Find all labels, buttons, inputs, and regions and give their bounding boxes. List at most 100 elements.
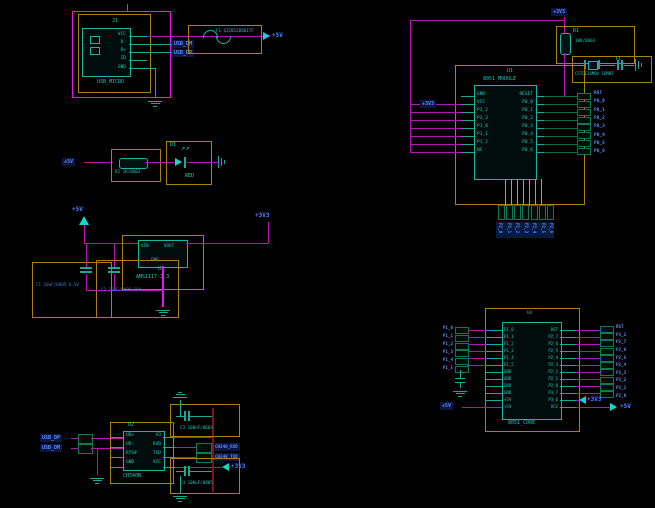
- usb-shield-pad: [90, 36, 100, 44]
- pin-label: P1_2: [477, 140, 488, 146]
- header-pin: [600, 326, 614, 333]
- gnd-symbol: [453, 389, 467, 397]
- wire: [86, 290, 163, 291]
- pin-label: VCC: [152, 460, 161, 466]
- wire: [97, 448, 98, 475]
- header-pin: [577, 108, 591, 116]
- header-pin: [600, 383, 614, 391]
- wire: [71, 448, 78, 449]
- wire: [91, 448, 123, 449]
- cap2-value: C2 10uF/0805 16V: [101, 287, 142, 292]
- resistor-icon: [560, 33, 571, 55]
- wire: [462, 407, 502, 408]
- wire: [146, 162, 174, 163]
- net-label: P0_3: [594, 124, 605, 130]
- module-name: 8051_MODULE: [483, 76, 517, 82]
- power-arrow-icon: [263, 32, 270, 40]
- header-pin: [455, 358, 469, 366]
- header-pin: [600, 333, 614, 341]
- capacitor-icon: [80, 267, 92, 269]
- pin-label: +5V: [504, 397, 512, 402]
- mcu-refdes: U4: [527, 310, 533, 315]
- usb-pin-stubs: [129, 36, 147, 69]
- pin-label: P2_2: [548, 369, 558, 374]
- module-right-wires: [544, 96, 577, 153]
- usb-name: USB_MICRO: [97, 79, 125, 85]
- net-label-usb-dp: USB_DP: [40, 434, 63, 442]
- crystal-icon: [588, 61, 598, 70]
- regulator-refdes: U3: [158, 267, 164, 272]
- pin-label: D-: [120, 40, 126, 46]
- capacitor-icon: [184, 411, 186, 421]
- gnd-symbol: [641, 63, 642, 67]
- net-label: P2_4: [616, 362, 627, 368]
- net-label: P2_6: [549, 223, 554, 234]
- wire: [91, 438, 123, 439]
- net-label: P2_1: [616, 385, 627, 391]
- pin-label: RST: [550, 327, 558, 332]
- led-resistor-outline: [111, 149, 161, 182]
- led-resistor-value: R2 1K/0603: [115, 169, 141, 174]
- pin-label: NC: [477, 148, 483, 154]
- capacitor-icon: [621, 60, 623, 70]
- net-label: P2_0: [498, 223, 503, 234]
- module-bottom-stubs: [505, 179, 543, 206]
- power-arrow-icon: [610, 403, 617, 411]
- header-pin: [196, 443, 212, 453]
- wire: [576, 400, 580, 401]
- pin-label: P1_1: [477, 132, 488, 138]
- pin-label: TXD: [152, 451, 161, 457]
- net-label: P2_2: [616, 377, 627, 383]
- wire: [84, 225, 85, 243]
- pin-label: GND: [504, 390, 512, 395]
- pin-label: +5V: [504, 404, 512, 409]
- header-pin: [577, 116, 591, 124]
- resonator-value: CSTCE16M0V 16MHZ: [575, 71, 614, 76]
- header-pin: [78, 434, 93, 444]
- led-outline: [166, 141, 212, 185]
- wire: [71, 438, 78, 439]
- mcu-name: 8051_CORE: [508, 420, 536, 426]
- resistor-icon: [119, 158, 148, 169]
- power-flag-icon: [79, 216, 89, 225]
- power-flag-icon: [222, 463, 229, 471]
- pin-label: P3_2: [477, 108, 488, 114]
- header-pin: [522, 205, 530, 220]
- power-5v-label: +5V: [72, 206, 83, 213]
- capacitor-icon: [188, 466, 190, 476]
- header-pin: [577, 132, 591, 140]
- resonator-outline: [572, 56, 652, 83]
- cap3-outline: [170, 404, 240, 437]
- wire: [410, 20, 565, 21]
- pin-label: RXD: [152, 442, 161, 448]
- wire: [576, 407, 610, 408]
- wire: [114, 274, 115, 291]
- capacitor-icon: [455, 382, 465, 383]
- usbserial-left-stubs: [111, 437, 123, 468]
- wire: [147, 44, 172, 45]
- header-pin: [538, 205, 546, 220]
- net-label: P2_0: [616, 392, 627, 398]
- pin-label: GND: [117, 64, 126, 70]
- mcu-left-stubs: [486, 330, 502, 408]
- wire: [180, 476, 181, 493]
- net-label: P2_6: [616, 346, 627, 352]
- pin-label: UD+: [126, 433, 135, 438]
- header-pin: [600, 369, 614, 377]
- led-refdes: D1: [170, 142, 177, 148]
- capacitor-icon: [108, 267, 120, 269]
- usbserial-right-stubs: [163, 437, 175, 468]
- net-label: P2_3: [616, 369, 627, 375]
- header-pin: [506, 205, 514, 220]
- wire: [186, 243, 268, 244]
- capacitor-icon: [80, 271, 92, 273]
- pin-label: GND: [504, 369, 512, 374]
- module-left-stubs: [461, 96, 474, 153]
- power-3v3-label: +3V3: [551, 8, 568, 16]
